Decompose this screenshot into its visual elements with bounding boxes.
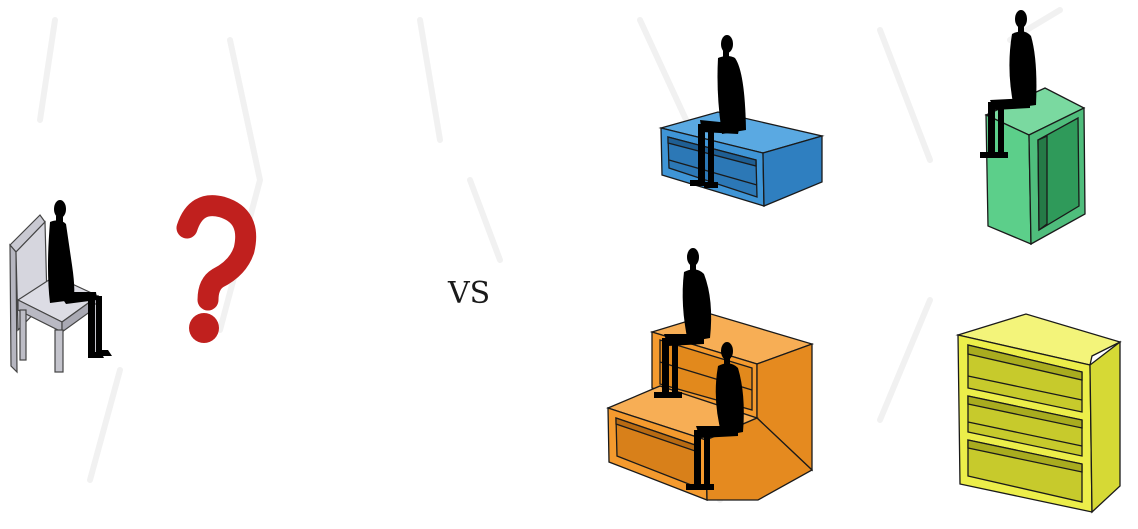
question-mark-icon xyxy=(176,195,257,343)
orange-step-person-lower-silhouette xyxy=(686,342,744,490)
yellow-shelf-unit xyxy=(955,313,1122,514)
green-box-person-silhouette xyxy=(980,10,1037,158)
person-on-chair xyxy=(9,200,112,374)
blue-bench-person-silhouette xyxy=(690,35,746,188)
vs-label: VS xyxy=(448,276,491,311)
orange-step-person-upper-silhouette xyxy=(654,248,712,398)
background-sketch xyxy=(37,7,1063,503)
green-upright-box xyxy=(984,87,1086,246)
seated-person-silhouette xyxy=(48,200,112,358)
chair xyxy=(9,214,100,374)
